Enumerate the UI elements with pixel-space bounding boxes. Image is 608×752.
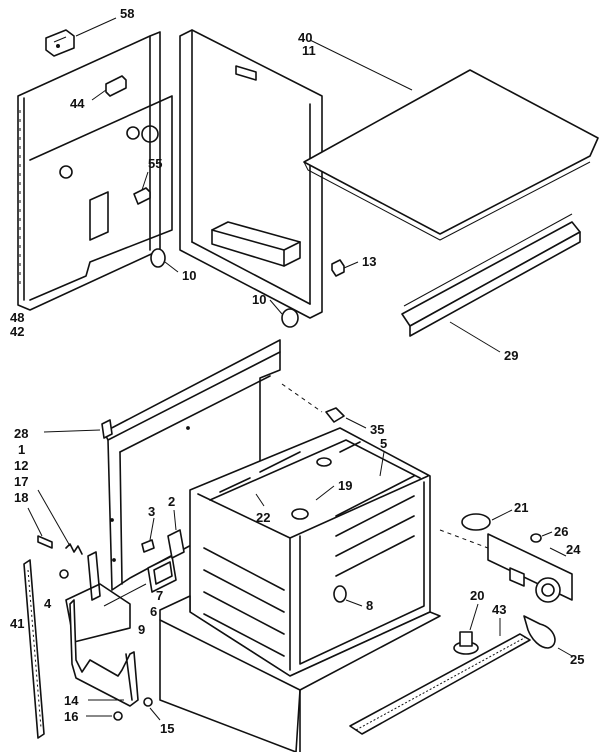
part-58-bracket <box>45 17 117 57</box>
callout-22: 22 <box>256 510 270 525</box>
part-16-screw <box>86 711 123 721</box>
callout-10-upper: 10 <box>182 268 196 283</box>
callout-3: 3 <box>148 504 155 519</box>
callout-20: 20 <box>470 588 484 603</box>
callout-18: 18 <box>14 490 28 505</box>
part-2-fitting <box>167 509 185 559</box>
part-19-element <box>315 485 335 501</box>
callout-14: 14 <box>64 693 79 708</box>
part-42-left-side-panel <box>17 31 173 311</box>
callout-labels: 58 40 11 44 55 10 10 13 48 42 29 28 35 5… <box>10 6 584 736</box>
callout-29: 29 <box>504 348 518 363</box>
part-21-cover <box>461 509 513 531</box>
part-17-spring <box>37 489 83 555</box>
callout-44: 44 <box>70 96 85 111</box>
part-55-clip <box>133 171 151 205</box>
callout-41: 41 <box>10 616 24 631</box>
part-11-rear-panel <box>179 29 323 319</box>
callout-58: 58 <box>120 6 134 21</box>
part-22-element <box>255 493 265 507</box>
callout-11: 11 <box>302 43 316 58</box>
part-14-hinge <box>69 599 139 707</box>
callout-7: 7 <box>156 588 163 603</box>
callout-42: 42 <box>10 324 24 339</box>
part-26-nut <box>530 531 553 543</box>
callout-17: 17 <box>14 474 28 489</box>
callout-35: 35 <box>370 422 384 437</box>
part-18-latch <box>27 507 53 549</box>
callout-48: 48 <box>10 310 24 325</box>
part-29-rail <box>401 213 581 353</box>
part-20-socket <box>453 603 479 655</box>
part-4-screw <box>59 569 69 579</box>
callout-28: 28 <box>14 426 28 441</box>
callout-8: 8 <box>366 598 373 613</box>
callout-12: 12 <box>14 458 28 473</box>
callout-24: 24 <box>566 542 581 557</box>
callout-43: 43 <box>492 602 506 617</box>
callout-5: 5 <box>380 436 387 451</box>
part-43-strip <box>349 618 531 735</box>
callout-15: 15 <box>160 721 174 736</box>
part-15-screw <box>143 697 161 721</box>
part-25-knob <box>523 615 573 657</box>
part-12-front-frame <box>103 339 281 591</box>
callout-40: 40 <box>298 30 312 45</box>
part-5-oven-cavity <box>159 427 441 752</box>
callout-16: 16 <box>64 709 78 724</box>
callout-13: 13 <box>362 254 376 269</box>
callout-2: 2 <box>168 494 175 509</box>
part-24-lamp-bracket <box>439 529 573 603</box>
callout-55: 55 <box>148 156 162 171</box>
part-44-clip <box>91 75 127 101</box>
part-7-latch-assembly <box>65 551 177 643</box>
callout-25: 25 <box>570 652 584 667</box>
part-40-top-panel <box>303 39 599 241</box>
callout-19: 19 <box>338 478 352 493</box>
part-28-bracket <box>43 419 113 439</box>
part-10-plug-upper <box>150 248 179 273</box>
callout-21: 21 <box>514 500 528 515</box>
callout-10-lower: 10 <box>252 292 266 307</box>
part-35-fitting <box>281 383 367 429</box>
callout-26: 26 <box>554 524 568 539</box>
callout-9: 9 <box>138 622 145 637</box>
part-8-plug <box>333 585 363 607</box>
part-41-trim-strip <box>23 559 45 739</box>
part-3-spacer <box>141 517 155 553</box>
callout-4: 4 <box>44 596 52 611</box>
part-10-plug-lower <box>269 299 299 328</box>
part-13-clip <box>331 259 359 277</box>
callout-6: 6 <box>150 604 157 619</box>
callout-1: 1 <box>18 442 25 457</box>
